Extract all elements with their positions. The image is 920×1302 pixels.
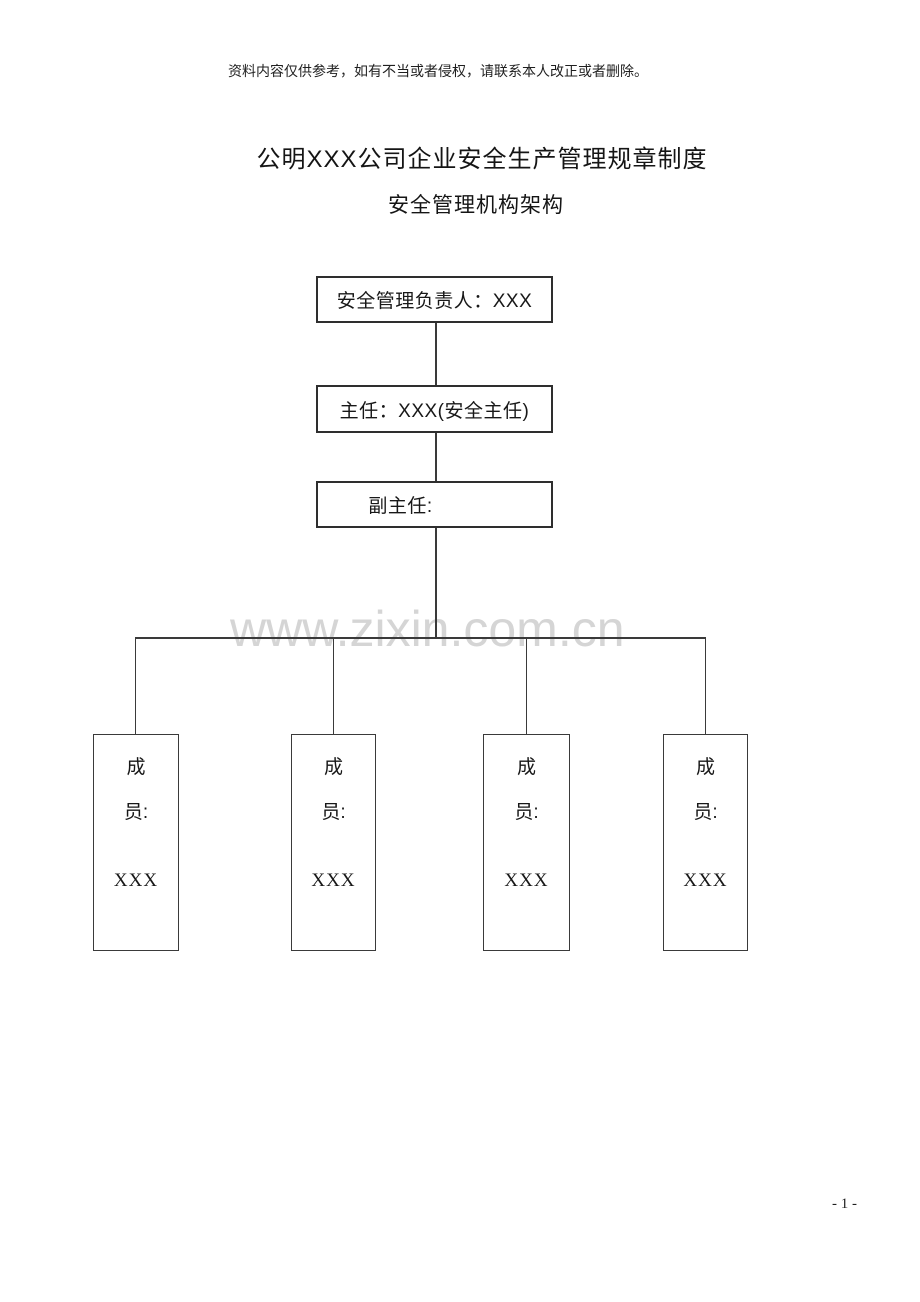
member-box-2: 成 员: XXX bbox=[291, 734, 376, 951]
connector-root-director bbox=[435, 323, 437, 385]
deputy-box: 副主任: bbox=[316, 481, 553, 528]
connector-drop-1 bbox=[134, 638, 136, 734]
doc-subtitle: 安全管理机构架构 bbox=[388, 194, 564, 217]
member-box-3: 成 员: XXX bbox=[483, 734, 570, 951]
root-box: 安全管理负责人：XXX bbox=[316, 276, 553, 323]
connector-drop-3 bbox=[525, 638, 527, 734]
doc-title: 公明XXX公司企业安全生产管理规章制度 bbox=[256, 146, 708, 173]
member-box-4-char-top: 成 bbox=[695, 757, 715, 778]
member-box-2-name: XXX bbox=[311, 870, 356, 891]
disclaimer-text: 资料内容仅供参考，如有不当或者侵权，请联系本人改正或者删除。 bbox=[228, 65, 648, 80]
connector-drop-4 bbox=[704, 638, 706, 734]
connector-drop-2 bbox=[332, 638, 334, 734]
member-box-4-name: XXX bbox=[683, 870, 728, 891]
member-box-3-char-top: 成 bbox=[516, 757, 536, 778]
deputy-box-label: 副主任: bbox=[368, 496, 433, 517]
root-box-label: 安全管理负责人：XXX bbox=[336, 291, 533, 312]
member-box-4-char-bottom: 员: bbox=[693, 802, 718, 823]
member-box-2-char-bottom: 员: bbox=[321, 802, 346, 823]
director-box-label: 主任：XXX(安全主任) bbox=[339, 400, 530, 422]
member-box-1: 成 员: XXX bbox=[93, 734, 179, 951]
member-box-3-char-bottom: 员: bbox=[514, 802, 539, 823]
member-box-1-name: XXX bbox=[113, 870, 159, 891]
watermark-text: www.zixin.com.cn bbox=[230, 601, 625, 657]
member-box-1-char-top: 成 bbox=[126, 757, 146, 778]
connector-deputy-trunk bbox=[435, 528, 437, 638]
member-box-4: 成 员: XXX bbox=[663, 734, 748, 951]
member-box-2-char-top: 成 bbox=[323, 757, 343, 778]
connector-horizontal bbox=[135, 637, 706, 639]
page-number: - 1 - bbox=[832, 1196, 857, 1212]
member-box-1-char-bottom: 员: bbox=[123, 802, 149, 823]
director-box: 主任：XXX(安全主任) bbox=[316, 385, 553, 433]
connector-director-deputy bbox=[435, 433, 437, 481]
member-box-3-name: XXX bbox=[504, 870, 549, 891]
